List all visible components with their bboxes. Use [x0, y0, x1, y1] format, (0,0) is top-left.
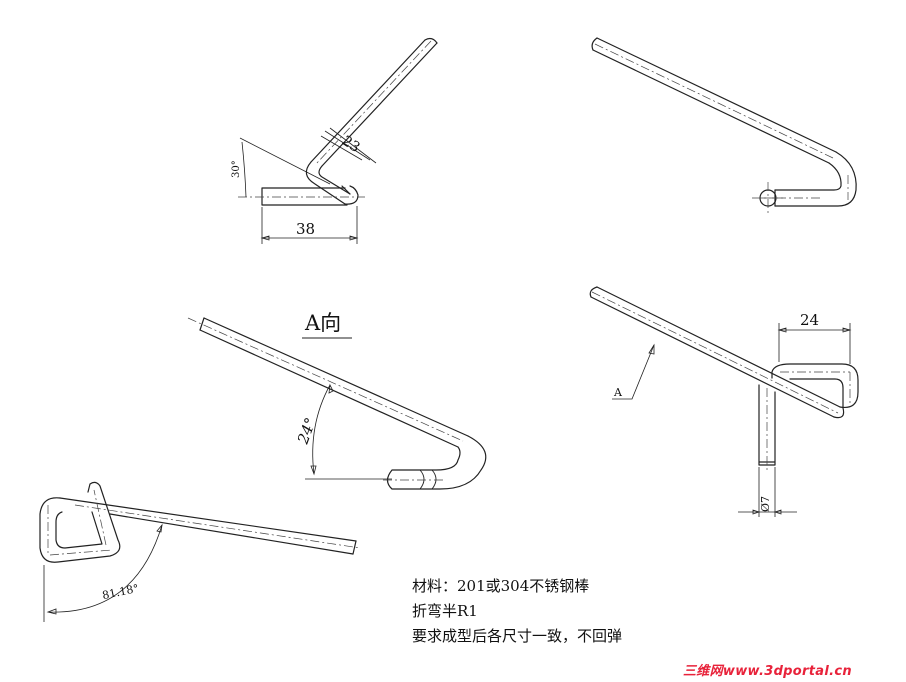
view-5: 81.18°: [39, 481, 361, 622]
view4-direction-label: A: [613, 386, 623, 399]
view1-angle-leader: [239, 137, 331, 185]
view3-angle-arrows: [310, 383, 334, 476]
view4-rod-edge-bottom: [590, 296, 835, 418]
view5-loop-outer: [39, 481, 121, 563]
technical-notes: 材料：201或304不锈钢棒 折弯半R1 要求成型后各尺寸一致，不回弹: [412, 574, 622, 649]
view2-rod-edge-bottom: [592, 49, 830, 164]
view5-rod-edge-bottom: [109, 513, 354, 555]
view1-bend-seam: [341, 185, 351, 195]
view5-rod-end: [352, 540, 357, 555]
view4-vertical-leg: [758, 384, 776, 466]
view5-rod-edge-top: [59, 497, 357, 542]
view4-dim24-arrows: [777, 327, 852, 333]
view2-section-crosshair: [752, 182, 786, 214]
view3-title: A向: [304, 311, 341, 335]
view2-bend-outer: [774, 151, 857, 207]
view1-dim23-line: [324, 130, 371, 161]
view1-dim38-arrows: [260, 235, 359, 241]
view4-diam-lines: [738, 467, 797, 517]
view3-rod-edge-top: [203, 317, 469, 437]
note-material: 材料：201或304不锈钢棒: [412, 577, 590, 595]
view1-angle-arc: [241, 141, 247, 198]
view1-bend-inner: [318, 165, 351, 195]
view4-diam-arrows: [752, 509, 782, 515]
view1-angle-label: 30°: [231, 160, 242, 178]
view5-angle-label: 81.18°: [101, 582, 140, 602]
view5-angle-arc: [47, 524, 163, 613]
view1-bend-tip: [344, 185, 359, 205]
view3-bend-seams: [419, 469, 437, 490]
view3-rod-centerline: [187, 317, 464, 442]
view3-rod-end: [199, 317, 205, 331]
view1-rod-end-cap: [424, 37, 438, 44]
view4-rod-centerline: [591, 291, 839, 414]
view2-bend-centerline: [760, 175, 849, 200]
view3-rod-edge-bottom: [199, 329, 459, 448]
view5-angle-arrows: [46, 523, 163, 615]
view5-rod-centerline: [74, 504, 361, 549]
view4-dim24-lines: [778, 323, 851, 364]
view-2: [591, 37, 857, 214]
view2-rod-end-cap: [591, 37, 598, 51]
view1-stub: [261, 187, 348, 206]
note-bend-radius: 折弯半R1: [412, 602, 478, 620]
view1-dim38-label: 38: [296, 220, 315, 238]
view4-loop-centerline: [780, 371, 851, 405]
view2-rod-centerline: [594, 43, 834, 159]
note-requirement: 要求成型后各尺寸一致，不回弹: [412, 627, 623, 645]
view1-dim23-ext: [320, 127, 377, 164]
view4-dim24-label: 24: [800, 311, 819, 329]
view4-rod-end: [589, 286, 598, 298]
view1-bend-outer: [305, 161, 346, 205]
view-4: 24 Ø7 A: [589, 286, 859, 517]
view5-loop-inner: [55, 511, 103, 549]
view5-loop-centerline: [47, 489, 113, 556]
view3-bend: [386, 435, 487, 490]
view-1: 38 23 30°: [231, 37, 438, 244]
view3-angle-arc: [312, 384, 331, 475]
view2-bend-inner: [774, 162, 842, 191]
view1-rod-edge-right: [321, 42, 438, 167]
view1-rod-centerline: [315, 40, 432, 165]
view4-direction-arrow: [612, 344, 655, 400]
site-watermark: 三维网www.3dportal.cn: [683, 664, 852, 679]
view4-diam-label: Ø7: [759, 496, 772, 512]
view2-rod-edge-top: [596, 37, 837, 153]
view1-rod-edge-left: [310, 39, 426, 163]
view4-direction-arrowhead: [648, 343, 655, 355]
view-3: A向 24°: [187, 311, 487, 490]
view4-loop-inner: [789, 378, 845, 419]
view4-loop-outer: [771, 363, 859, 409]
view4-rod-edge-top: [596, 286, 841, 408]
view3-angle-label: 24°: [294, 415, 320, 447]
